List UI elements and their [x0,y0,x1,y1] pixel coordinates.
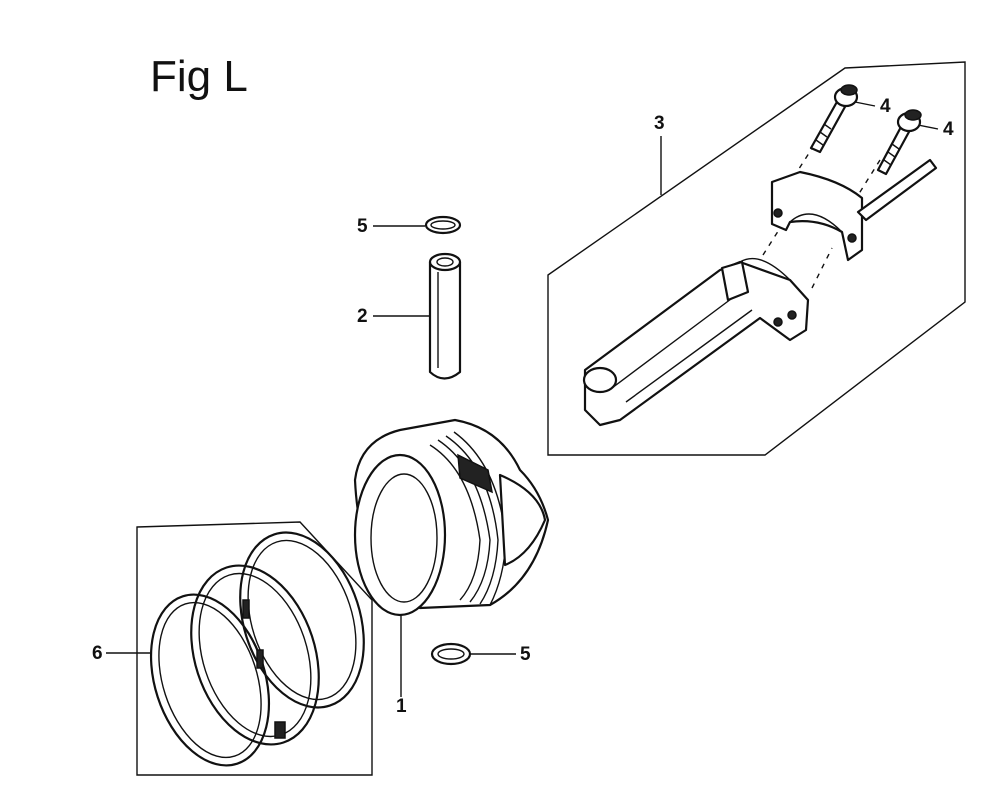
alignment-lines [762,135,881,289]
callout-6: 6 [92,643,103,664]
callout-3: 3 [654,113,665,134]
connecting-rod [582,257,810,427]
leader-lines [106,101,939,697]
callout-4-upper: 4 [880,96,891,117]
piston-pin-clip-top [424,215,462,235]
piston-pin [428,252,462,380]
callout-4-lower: 4 [943,119,954,140]
piston-ring-set-frame [136,521,373,776]
rod-bolt-lower [876,109,922,176]
piston [353,418,550,617]
callout-5-bottom: 5 [520,644,531,665]
piston-rings [149,531,365,767]
ring-set-frame [136,521,373,776]
rod-cap [770,158,938,262]
leader-4-upper [854,101,876,107]
piston-pin-clip-bottom [430,642,472,666]
connecting-rod-group-frame [547,61,966,456]
figure-title: Fig L [150,52,248,101]
connecting-rod-frame [547,61,966,456]
callout-5-top: 5 [357,216,368,237]
callout-1: 1 [396,696,407,717]
rod-bolt-upper [809,84,859,154]
callout-2: 2 [357,306,368,327]
